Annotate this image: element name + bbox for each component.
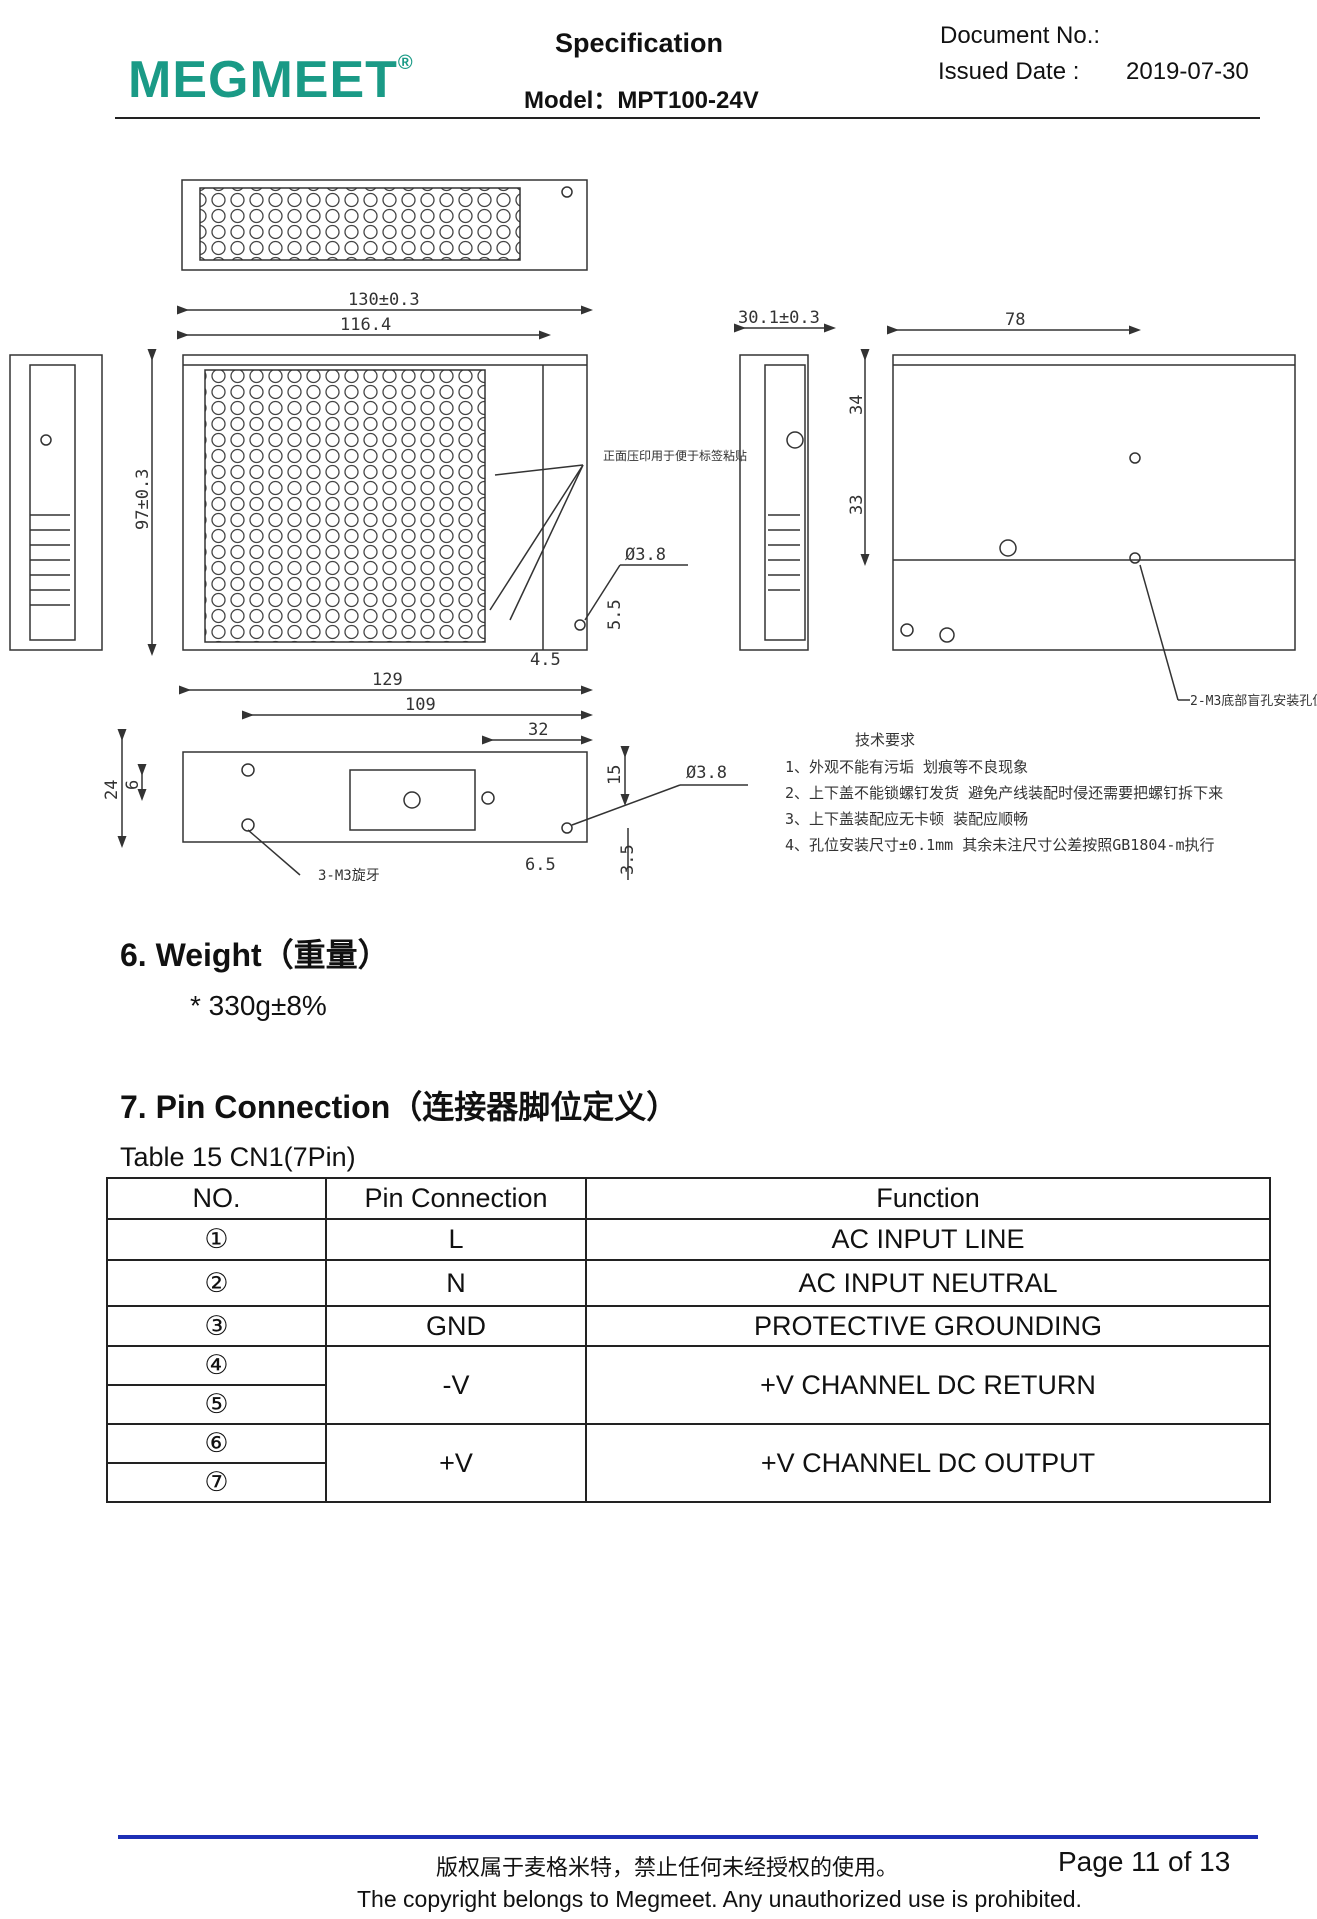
mount-hole-note: 2-M3底部盲孔安装孔位 [1190,693,1317,709]
tech-req-3: 3、上下盖装配应无卡顿 装配应顺畅 [785,810,1028,828]
dim-32: 32 [528,720,548,740]
right-side-view [734,323,870,651]
header-model: Model：MPT100-24V [524,87,759,114]
pin-function: AC INPUT NEUTRAL [585,1259,1271,1307]
table-row: ② N AC INPUT NEUTRAL [106,1259,1271,1307]
pin-no: ④ [106,1345,327,1386]
table-row: ① L AC INPUT LINE [106,1218,1271,1261]
pin-function: PROTECTIVE GROUNDING [585,1305,1271,1347]
tech-req-2: 2、上下盖不能锁螺钉发货 避免产线装配时侵还需要把螺钉拆下来 [785,784,1223,802]
bottom-view [117,710,748,880]
tech-req-1: 1、外观不能有污垢 划痕等不良现象 [785,758,1028,776]
pin-name: L [325,1218,587,1261]
dim-129: 129 [372,670,403,690]
pin-connection-heading: 7. Pin Connection（连接器脚位定义） [120,1089,679,1125]
pin-name: -V [325,1345,587,1425]
footer-copyright-cn: 版权属于麦格米特，禁止任何未经授权的使用。 [436,1856,899,1881]
tech-req-4: 4、孔位安装尺寸±0.1mm 其余未注尺寸公差按照GB1804-m执行 [785,836,1215,854]
dim-33: 33 [847,495,867,515]
table-row: ④ -V +V CHANNEL DC RETURN [106,1345,1271,1425]
dim-116: 116.4 [340,315,391,335]
col-header-function: Function [585,1177,1271,1220]
pin-no: ⑤ [106,1384,327,1425]
dim-24: 24 [102,780,122,800]
label-note: 正面压印用于便于标签粘贴 [603,448,747,463]
screw-note: 3-M3旋牙 [318,868,380,884]
table-header-row: NO. Pin Connection Function [106,1177,1271,1220]
weight-value: * 330g±8% [190,990,327,1021]
left-side-view [9,354,103,651]
dim-109: 109 [405,695,436,715]
dim-dia-3-8-a: Ø3.8 [625,545,666,565]
pin-no: ① [106,1218,327,1261]
dim-5-5: 5.5 [605,599,625,630]
table-row: ⑦ [106,1462,1270,1503]
dim-4-5: 4.5 [530,650,561,670]
col-header-pin: Pin Connection [325,1177,587,1220]
dim-130: 130±0.3 [348,290,420,310]
pin-name: +V [325,1423,587,1503]
dim-6: 6 [123,780,143,790]
top-view [181,179,588,271]
front-view [147,305,688,695]
pin-function: AC INPUT LINE [585,1218,1271,1261]
dim-97: 97±0.3 [133,469,153,530]
megmeet-logo: MEGMEET® [128,51,414,109]
dim-34: 34 [847,395,867,415]
pin-function: +V CHANNEL DC RETURN [585,1345,1271,1425]
pin-name: GND [325,1305,587,1347]
page-number: Page 11 of 13 [1058,1846,1231,1877]
pin-function: +V CHANNEL DC OUTPUT [585,1423,1271,1503]
dim-3-5: 3.5 [618,844,638,875]
document-no-label: Document No.: [940,22,1101,49]
pin-no: ② [106,1259,327,1307]
pin-no: ⑦ [106,1462,327,1503]
pin-name: N [325,1259,587,1307]
table-caption: Table 15 CN1(7Pin) [120,1142,356,1172]
table-row: ⑥ +V +V CHANNEL DC OUTPUT [106,1423,1271,1503]
header-title: Specification [555,28,724,58]
col-header-no: NO. [106,1177,327,1220]
dim-15: 15 [605,765,625,785]
weight-heading: 6. Weight（重量） [120,937,390,973]
header-divider [115,117,1260,119]
pin-no: ③ [106,1305,327,1347]
tech-req-title: 技术要求 [855,731,915,749]
table-row: ③ GND PROTECTIVE GROUNDING [106,1305,1271,1347]
dim-78: 78 [1005,310,1025,330]
side-view [887,325,1296,701]
pin-no: ⑥ [106,1423,327,1464]
pin-table: NO. Pin Connection Function ① L AC INPUT… [106,1177,1271,1503]
dim-dia-3-8-b: Ø3.8 [686,763,727,783]
mechanical-drawing: 130±0.3 116.4 97±0.3 129 109 32 4.5 5.5 … [0,160,1317,890]
dim-30-1: 30.1±0.3 [738,308,820,328]
issued-date-label: Issued Date : [938,58,1080,85]
drawing-svg: 130±0.3 116.4 97±0.3 129 109 32 4.5 5.5 … [9,179,1317,884]
issued-date-value: 2019-07-30 [1126,58,1249,85]
footer-divider [118,1835,1258,1839]
footer-copyright-en: The copyright belongs to Megmeet. Any un… [357,1886,1082,1912]
table-row: ⑤ [106,1384,1270,1425]
dim-6-5: 6.5 [525,855,556,875]
